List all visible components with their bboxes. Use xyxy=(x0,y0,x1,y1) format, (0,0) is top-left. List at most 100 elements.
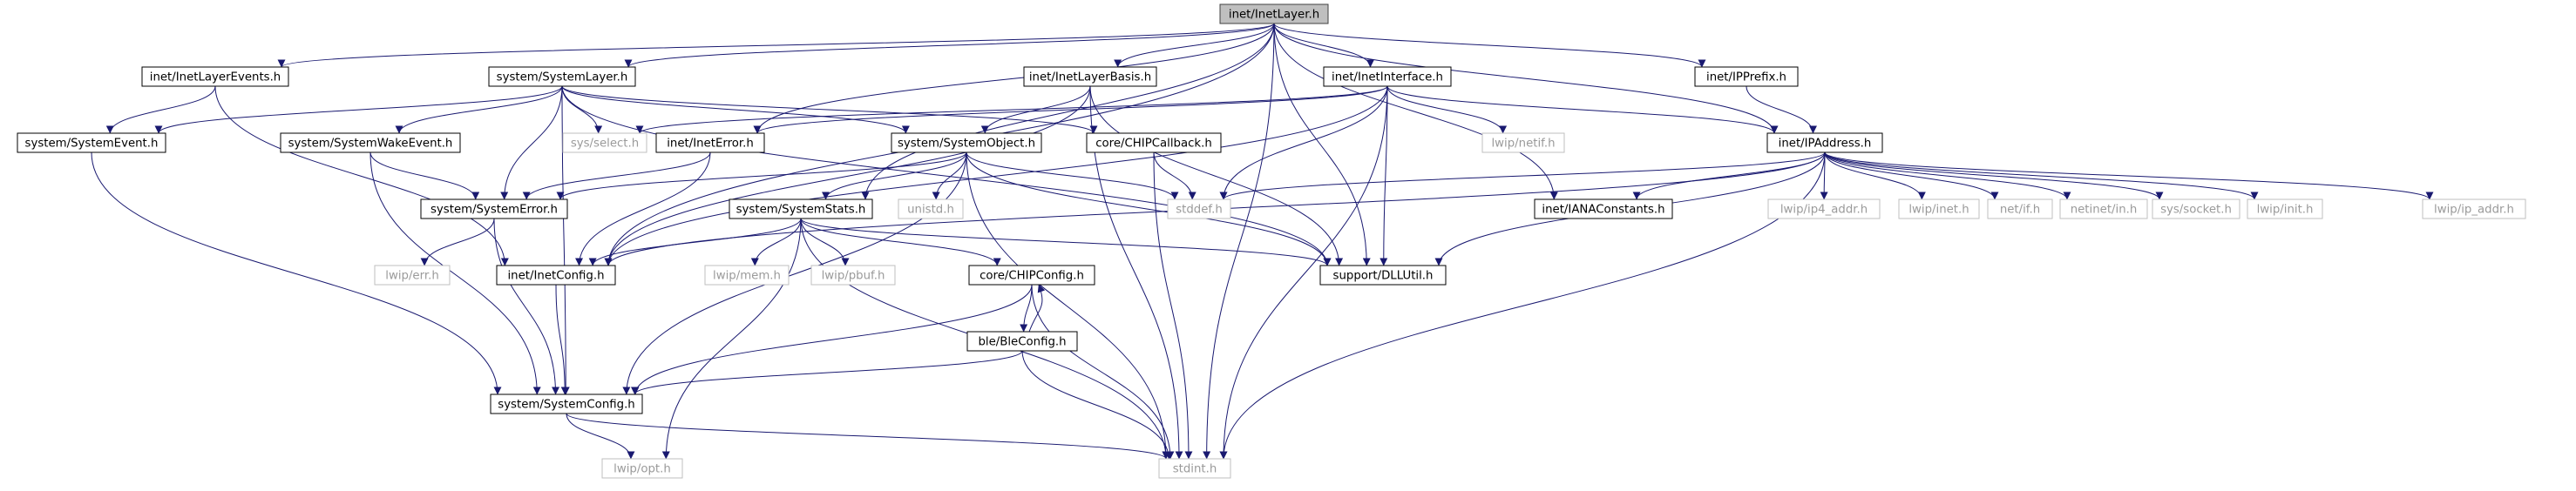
edge-inetinterface-to-sysselect xyxy=(635,85,1388,134)
node-box xyxy=(704,265,790,286)
edge-ipaddress-to-lwipinet xyxy=(1824,151,1926,200)
node-chipconfig[interactable]: core/CHIPConfig.h xyxy=(968,265,1095,286)
node-box xyxy=(655,132,765,153)
node-label: inet/InetLayerEvents.h xyxy=(150,71,281,84)
edge-chipconfig-to-systemconfig xyxy=(631,284,1033,395)
edge-systemwakeevent-to-systemconfig xyxy=(369,151,541,395)
edge-inetinterface-to-inetconfig xyxy=(604,85,1388,266)
node-label: inet/IPAddress.h xyxy=(1779,138,1872,151)
node-inetlayerbasis[interactable]: inet/InetLayerBasis.h xyxy=(1023,66,1157,87)
node-lwipopt: lwip/opt.h xyxy=(601,458,683,479)
edge-bleconfig-to-chipconfig xyxy=(1028,284,1046,333)
node-lwippbuf: lwip/pbuf.h xyxy=(810,265,896,286)
edge-ineterror-to-inetconfig xyxy=(575,151,711,266)
node-label: core/CHIPCallback.h xyxy=(1095,138,1212,151)
node-box xyxy=(1319,265,1447,286)
node-systemlayer[interactable]: system/SystemLayer.h xyxy=(488,66,636,87)
node-label: lwip/err.h xyxy=(385,270,439,283)
node-label: ble/BleConfig.h xyxy=(978,336,1066,349)
node-box xyxy=(490,393,643,414)
node-inetlayer[interactable]: inet/InetLayer.h xyxy=(1219,3,1329,24)
node-netif: net/if.h xyxy=(1987,198,2053,219)
node-label: netinet/in.h xyxy=(2071,204,2138,217)
node-box xyxy=(1086,132,1222,153)
edge-inetlayer-to-inetlayerbasis xyxy=(1114,23,1275,68)
node-systemwakeevent[interactable]: system/SystemWakeEvent.h xyxy=(280,132,461,153)
node-box xyxy=(374,265,451,286)
edge-inetinterface-to-dllutil xyxy=(1380,85,1388,266)
node-dllutil[interactable]: support/DLLUtil.h xyxy=(1319,265,1447,286)
node-label: support/DLLUtil.h xyxy=(1333,270,1434,283)
node-systemstats[interactable]: system/SystemStats.h xyxy=(729,198,873,219)
node-inetlayerevents[interactable]: inet/InetLayerEvents.h xyxy=(141,66,289,87)
node-lwipip4addr: lwip/ip4_addr.h xyxy=(1767,198,1881,219)
edge-inetinterface-to-ineterror xyxy=(753,85,1388,134)
node-ipaddress[interactable]: inet/IPAddress.h xyxy=(1766,132,1883,153)
node-box xyxy=(1987,198,2053,219)
edge-inetlayer-to-ipaddress xyxy=(1273,23,1779,134)
edge-inetlayerbasis-to-dllutil xyxy=(1089,85,1344,266)
edge-inetlayer-to-systemstats xyxy=(861,23,1275,200)
node-lwipinet: lwip/inet.h xyxy=(1898,198,1980,219)
edge-systemobject-to-dllutil xyxy=(966,151,1332,266)
edge-systemobject-to-stdint xyxy=(966,151,1170,460)
node-stddef: stddef.h xyxy=(1167,198,1231,219)
edge-systemobject-to-systemerror xyxy=(556,151,967,200)
node-box xyxy=(891,132,1042,153)
edge-inetlayer-to-ipprefix xyxy=(1273,23,1706,68)
node-label: sys/socket.h xyxy=(2160,204,2232,217)
node-box xyxy=(2247,198,2323,219)
edge-systemwakeevent-to-systemerror xyxy=(369,151,480,200)
edge-systemconfig-to-lwipopt xyxy=(566,413,635,460)
node-label: inet/InetError.h xyxy=(667,138,754,151)
edge-inetinterface-to-ipaddress xyxy=(1386,85,1779,134)
node-syssocket: sys/socket.h xyxy=(2152,198,2240,219)
node-label: sys/select.h xyxy=(571,138,639,151)
node-label: inet/InetLayer.h xyxy=(1229,9,1319,22)
node-label: system/SystemEvent.h xyxy=(25,138,159,151)
edge-systemlayer-to-systemobject xyxy=(561,85,910,134)
node-label: lwip/netif.h xyxy=(1491,138,1555,151)
node-inetinterface[interactable]: inet/InetInterface.h xyxy=(1323,66,1452,87)
node-box xyxy=(280,132,461,153)
node-label: core/CHIPConfig.h xyxy=(980,270,1084,283)
node-box xyxy=(601,458,683,479)
node-box xyxy=(562,132,647,153)
node-ianaconst[interactable]: inet/IANAConstants.h xyxy=(1534,198,1673,219)
node-label: stdint.h xyxy=(1173,463,1217,476)
edge-inetlayer-to-stdint xyxy=(1203,23,1275,460)
node-label: system/SystemWakeEvent.h xyxy=(288,138,453,151)
node-label: lwip/ip_addr.h xyxy=(2434,204,2514,217)
node-box xyxy=(1534,198,1673,219)
node-inetconfig[interactable]: inet/InetConfig.h xyxy=(496,265,616,286)
node-label: lwip/inet.h xyxy=(1908,204,1969,217)
node-systemerror[interactable]: system/SystemError.h xyxy=(420,198,568,219)
edge-inetinterface-to-stdint xyxy=(1219,85,1388,460)
node-chipcallback[interactable]: core/CHIPCallback.h xyxy=(1086,132,1222,153)
node-systemconfig[interactable]: system/SystemConfig.h xyxy=(490,393,643,414)
node-label: lwip/opt.h xyxy=(613,463,671,476)
edge-ipaddress-to-lwipipaddr xyxy=(1824,151,2434,200)
node-systemevent[interactable]: system/SystemEvent.h xyxy=(17,132,166,153)
edge-inetlayer-to-inetinterface xyxy=(1273,23,1374,68)
edge-systemstats-to-lwipmem xyxy=(750,218,802,266)
node-box xyxy=(496,265,616,286)
node-label: system/SystemStats.h xyxy=(736,204,866,217)
node-label: inet/InetLayerBasis.h xyxy=(1029,71,1151,84)
node-ipprefix[interactable]: inet/IPPrefix.h xyxy=(1694,66,1799,87)
edge-inetlayer-to-dllutil xyxy=(1273,23,1371,266)
node-stdint: stdint.h xyxy=(1158,458,1231,479)
node-label: net/if.h xyxy=(2000,204,2040,217)
node-box xyxy=(1219,3,1329,24)
node-lwipnetif: lwip/netif.h xyxy=(1481,132,1565,153)
node-box xyxy=(1023,66,1157,87)
edge-systemevent-to-systemconfig xyxy=(91,151,502,395)
node-bleconfig[interactable]: ble/BleConfig.h xyxy=(966,331,1078,352)
node-lwiperr: lwip/err.h xyxy=(374,265,451,286)
edge-systemobject-to-unistd xyxy=(932,151,967,200)
node-label: inet/InetInterface.h xyxy=(1332,71,1443,84)
node-ineterror[interactable]: inet/InetError.h xyxy=(655,132,765,153)
node-systemobject[interactable]: system/SystemObject.h xyxy=(891,132,1042,153)
node-netinetin: netinet/in.h xyxy=(2059,198,2148,219)
